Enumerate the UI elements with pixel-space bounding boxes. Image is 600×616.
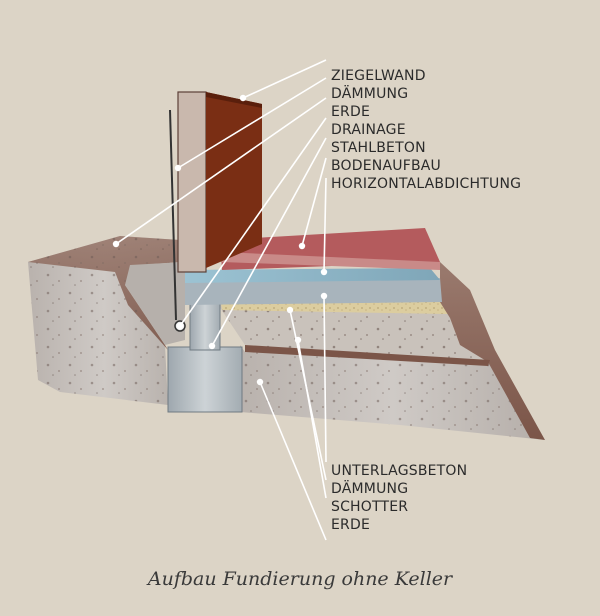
- label-ziegelwand: ZIEGELWAND: [331, 68, 426, 84]
- soil-right: [240, 262, 545, 440]
- leader-dots-top: [112, 94, 328, 350]
- label-bodenaufbau: BODENAUFBAU: [331, 158, 441, 174]
- label-horizontalabdichtung: HORIZONTALABDICHTUNG: [331, 176, 522, 192]
- label-daemmung-wall: DÄMMUNG: [331, 86, 409, 102]
- label-unterlagsbeton: UNTERLAGSBETON: [331, 463, 468, 479]
- label-schotter: SCHOTTER: [331, 499, 409, 515]
- label-drainage: DRAINAGE: [331, 122, 406, 138]
- footing: [167, 299, 243, 413]
- label-erde-bottom: ERDE: [331, 517, 370, 533]
- diagram-caption: Aufbau Fundierung ohne Keller: [147, 568, 453, 590]
- slab-layers: [185, 228, 442, 305]
- label-erde-top: ERDE: [331, 104, 370, 120]
- label-daemmung-slab: DÄMMUNG: [331, 481, 409, 497]
- trench-floor: [125, 262, 185, 345]
- label-stahlbeton: STAHLBETON: [331, 140, 426, 156]
- leader-dots-bottom: [256, 292, 328, 386]
- leader-lines-top: [115, 59, 327, 347]
